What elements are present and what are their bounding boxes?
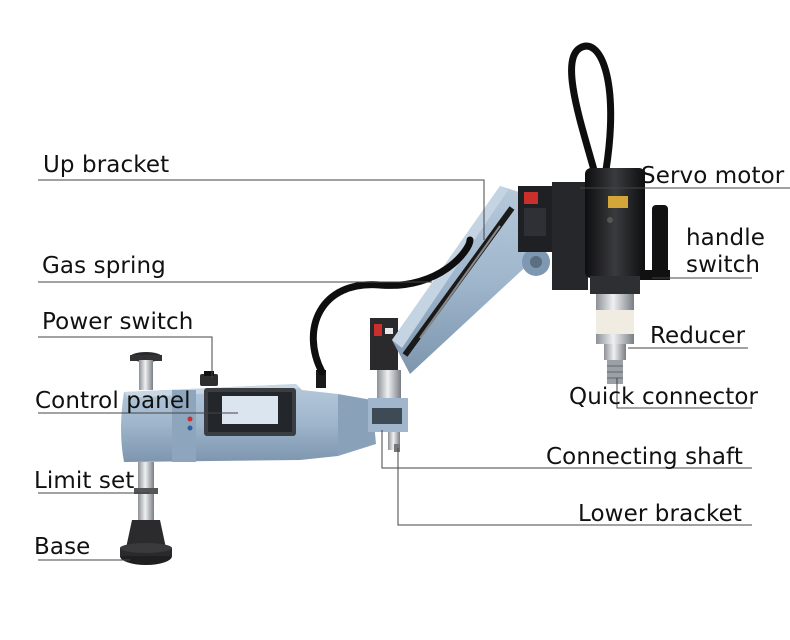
- label-base: Base: [34, 534, 91, 560]
- label-servo-motor: Servo motor: [641, 163, 785, 189]
- label-lower-bracket: Lower bracket: [578, 501, 742, 527]
- label-control-panel: Control panel: [35, 388, 191, 414]
- motor-head: [518, 168, 670, 384]
- power-switch-knob: [200, 374, 218, 386]
- label-gas-spring: Gas spring: [42, 253, 166, 279]
- base-column: [120, 352, 172, 565]
- label-limit-set: Limit set: [34, 468, 135, 494]
- label-reducer: Reducer: [650, 323, 746, 349]
- motor-cable: [568, 42, 615, 174]
- servo-motor-body: [585, 168, 645, 278]
- leader-lines: [38, 179, 790, 561]
- label-up-bracket: Up bracket: [43, 152, 170, 178]
- label-handle-switch-line2: switch: [686, 252, 761, 278]
- label-connecting-shaft: Connecting shaft: [546, 444, 743, 470]
- reducer-body: [596, 310, 634, 334]
- label-handle-switch-line1: handle: [686, 225, 765, 251]
- label-quick-connector: Quick connector: [569, 384, 759, 410]
- control-panel-screen: [222, 396, 278, 424]
- label-power-switch: Power switch: [42, 309, 194, 335]
- connecting-shaft-assembly: [368, 318, 408, 452]
- lower-arm: [121, 370, 376, 462]
- lower-cable: [309, 236, 474, 376]
- quick-connector: [604, 344, 626, 360]
- handle-switch-grip: [652, 205, 668, 275]
